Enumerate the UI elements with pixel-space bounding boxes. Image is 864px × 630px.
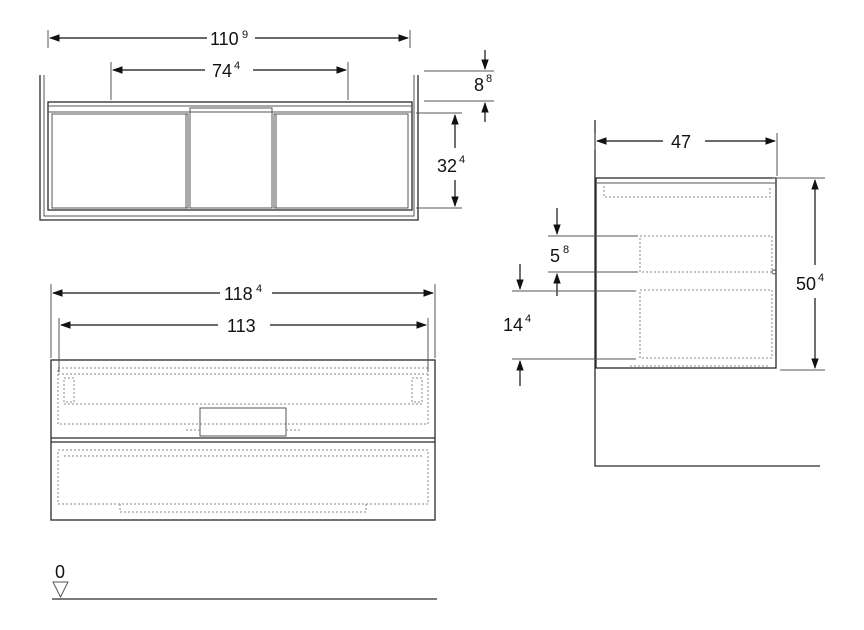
dim-label-top-height-main: 8 [474,75,484,95]
floor-level-label: 0 [55,562,65,582]
dim-side-depth: 47 [594,132,778,176]
dim-side-offset: 14 4 [503,264,636,386]
dim-label-side-gap-sup: 8 [563,244,569,256]
front-view [50,359,436,521]
dim-label-top-height-sup: 8 [486,73,492,85]
floor-level: 0 [52,562,437,600]
dim-label-top-depth-main: 32 [437,156,457,176]
dim-label-front-width-main: 118 [224,284,253,304]
dim-front-inner: 113 [58,316,429,372]
dim-label-top-inner-sup: 4 [234,60,240,72]
dim-label-side-offset-sup: 4 [525,313,531,325]
dim-front-width: 118 4 [50,283,436,358]
dim-label-top-inner-main: 74 [212,61,232,81]
dim-top-depth: 32 4 [416,112,465,209]
dim-side-gap: 5 8 [548,208,638,296]
dim-label-side-offset-main: 14 [503,315,523,335]
dim-top-width: 110 9 [47,29,411,49]
dim-top-inner: 74 4 [110,60,349,100]
side-view [594,120,820,467]
dim-label-top-width-sup: 9 [242,29,248,41]
dim-label-front-inner-main: 113 [227,316,256,336]
dim-side-height: 50 4 [772,177,825,371]
top-view [39,75,419,221]
dim-label-side-gap-main: 5 [550,246,560,266]
dim-label-side-depth-main: 47 [671,132,691,152]
dim-label-top-width-main: 110 [210,29,239,49]
dim-label-side-height-sup: 4 [818,272,824,284]
dim-top-height: 8 8 [424,50,494,122]
dim-label-side-height-main: 50 [796,274,816,294]
dim-label-front-width-sup: 4 [256,283,262,295]
dim-label-top-depth-sup: 4 [459,154,465,166]
